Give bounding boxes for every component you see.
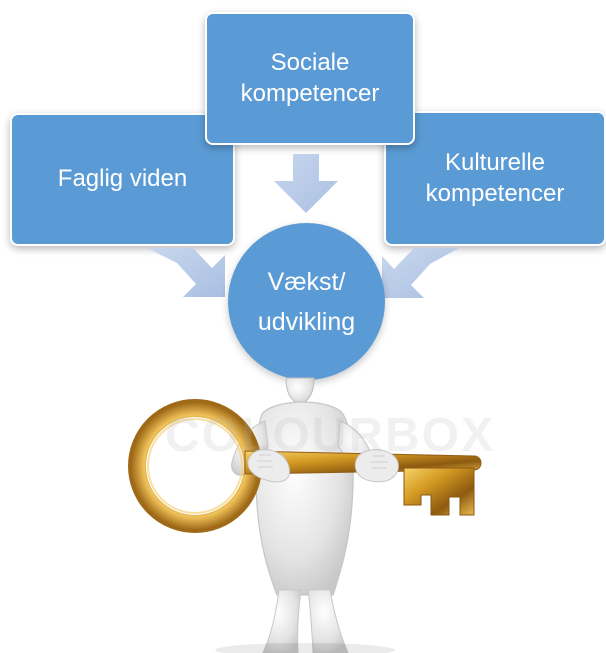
- figure-torso: [255, 401, 354, 596]
- arrow-down-icon: [274, 154, 338, 213]
- arrow-left-diagonal-icon: [147, 248, 225, 297]
- left-hand-fingers: [257, 454, 273, 468]
- key-ring-inner-shine: [147, 418, 243, 514]
- arrow-right-diagonal-icon: [382, 248, 459, 298]
- right-hand: [354, 449, 399, 483]
- faglig-viden-box: Faglig viden: [10, 113, 235, 246]
- sociale-kompetencer-box: Sociale kompetencer: [205, 12, 415, 145]
- key-bit: [403, 467, 475, 516]
- figure-left-leg: [262, 589, 302, 653]
- figure-neck: [285, 377, 315, 405]
- left-hand: [247, 448, 290, 483]
- kulturelle-kompetencer-box: Kulturelle kompetencer: [384, 111, 606, 246]
- right-hand-fingers: [371, 455, 388, 469]
- figure-shadow: [215, 643, 395, 653]
- vaekst-udvikling-circle: Vækst/ udvikling: [228, 223, 385, 380]
